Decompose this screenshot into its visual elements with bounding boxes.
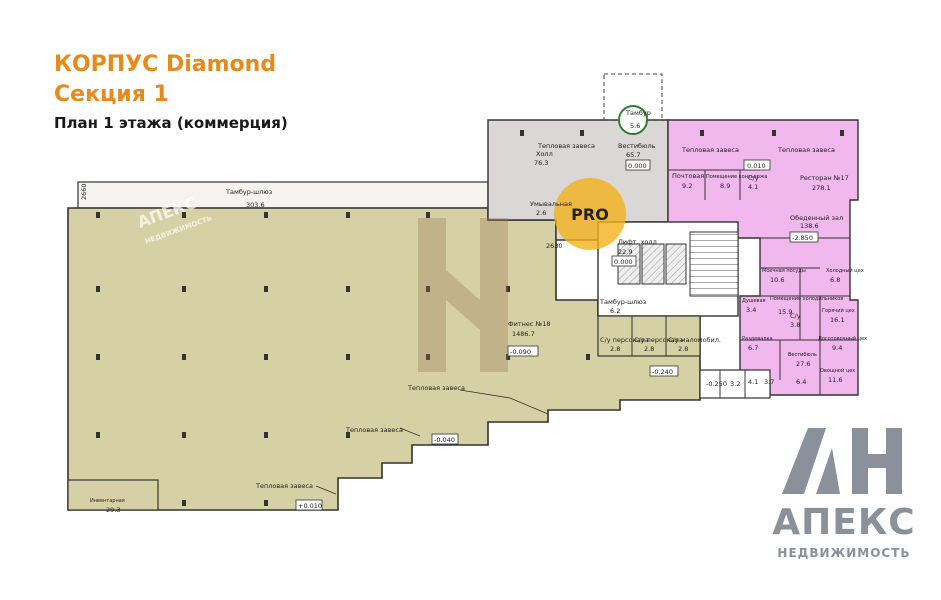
level-vestibyul: 0.000: [628, 162, 647, 170]
label-teplovaya-zavesa-holl: Тепловая завеса: [537, 142, 595, 150]
watermark-logo: [418, 218, 508, 372]
level-restoran: 0.010: [747, 162, 766, 170]
label-obedenny-zal: Обеденный зал: [790, 214, 843, 222]
label-holodny-ceh: Холодный цех: [826, 267, 864, 274]
area-pochtovaya: 9.2: [682, 182, 692, 190]
brand-mark-icon: [782, 428, 902, 494]
label-tambur-shlyuz: Тамбур-шлюз: [225, 188, 273, 196]
brand-name: АПЕКС: [772, 502, 916, 543]
area-inventarnaya: 29.3: [106, 506, 120, 514]
level-0240: -0.240: [652, 368, 673, 376]
floor-plan-title: План 1 этажа (коммерция): [54, 114, 288, 132]
label-inventarnaya: Инвентарная: [90, 498, 125, 504]
toilet-block: [597, 315, 701, 357]
area-4-1: 4.1: [748, 378, 758, 386]
area-cu-konsierzha: 4.1: [748, 183, 758, 191]
area-holodny-ceh: 6.8: [830, 276, 840, 284]
area-tambur: 5.6: [630, 122, 640, 130]
label-pomeshchenie-konsierzha: Помещение консьержа: [706, 174, 768, 180]
label-tambur-shlyuz-2: Тамбур-шлюз: [599, 298, 647, 306]
area-fitness: 1486.7: [512, 330, 535, 338]
area-restoran: 278.1: [812, 184, 831, 192]
area-cu-mgn: 2.8: [678, 345, 688, 353]
tambur-rotunda: [618, 105, 648, 135]
label-ovoshchnoy-ceh: Овощной цех: [820, 367, 855, 374]
label-cu-personala-2: С/у персонала: [634, 336, 683, 344]
area-goryachy-ceh: 16.1: [830, 316, 844, 324]
area-6-4: 6.4: [796, 378, 806, 386]
area-dogotovochny-ceh: 9.4: [832, 344, 842, 352]
label-teplovaya-zavesa-2: Тепловая завеса: [345, 426, 403, 434]
staircase: [689, 231, 739, 297]
area-lift-holl: 22.9: [618, 248, 632, 256]
label-pochtovaya: Почтовая: [672, 172, 704, 180]
label-goryachy-ceh: Горячий цех: [822, 307, 855, 314]
area-obedenny-zal: 138.6: [800, 222, 819, 230]
area-ovoshchnoy-ceh: 11.6: [828, 376, 842, 384]
label-vestibyul: Вестибюль: [618, 142, 656, 150]
area-tambur-shlyuz: 303.6: [246, 201, 265, 209]
level-0250: -0.250: [706, 380, 727, 388]
label-vestibyul-2: Вестибюль: [788, 352, 817, 358]
inventory-room: [67, 479, 159, 511]
label-pomeshchenie-holodilnikov: Помещение холодильников: [770, 296, 843, 302]
label-teplovaya-zavesa-lobby: Тепловая завеса: [681, 146, 739, 154]
area-cu: 3.8: [790, 321, 800, 329]
area-umyvalnaya: 2.6: [536, 209, 546, 217]
area-dushevaya: 3.4: [746, 306, 756, 314]
area-cu-personala-1: 2.8: [610, 345, 620, 353]
level-0040: -0.040: [434, 436, 455, 444]
label-umyvalnaya: Умывальная: [530, 200, 572, 208]
label-dogotovochny-ceh: Доготовочный цех: [818, 335, 867, 342]
label-moechnaya: Моечная посуды: [762, 268, 806, 274]
level-lift-holl: 0.000: [614, 258, 633, 266]
area-moechnaya: 10.6: [770, 276, 784, 284]
label-razdevalnaya: Раздевалка: [742, 336, 773, 342]
area-cu-personala-2: 2.8: [644, 345, 654, 353]
elevator-shaft-2: [641, 243, 665, 285]
level-0010: +0.010: [298, 502, 322, 510]
section-title: Секция 1: [54, 82, 169, 107]
pro-badge: [554, 178, 626, 250]
tambur-shlyuz-corridor: [77, 181, 489, 209]
area-pomeshchenie-konsierzha: 8.9: [720, 182, 730, 190]
pro-badge-text: PRO: [571, 205, 609, 224]
label-cu: С/у: [790, 312, 801, 320]
dim-2660: 2660: [80, 183, 88, 200]
label-cu-personala-1: С/у персонала: [600, 336, 649, 344]
label-cu-konsierzha: С/у: [748, 174, 759, 182]
service-strip: [699, 369, 771, 399]
area-vestibyul-2: 27.6: [796, 360, 810, 368]
area-pomeshchenie-holodilnikov: 15.9: [778, 308, 792, 316]
area-3-7: 3.7: [764, 378, 774, 386]
elevator-shaft-3: [665, 243, 687, 285]
level-2850: -2.850: [792, 234, 813, 242]
area-tambur-shlyuz-2: 6.2: [610, 307, 620, 315]
label-cu-mgn: С/у маломобил.: [668, 336, 721, 344]
label-teplovaya-zavesa-restaurant: Тепловая завеса: [777, 146, 835, 154]
label-teplovaya-zavesa-1: Тепловая завеса: [407, 384, 465, 392]
building-title: КОРПУС Diamond: [54, 52, 277, 77]
label-fitness: Фитнес №18: [508, 320, 551, 328]
dim-2630: 2630: [546, 242, 563, 250]
area-holl: 76.3: [534, 159, 548, 167]
column-grid: [96, 130, 844, 506]
label-restoran: Ресторан №17: [800, 174, 849, 182]
fitness-area: [67, 207, 701, 511]
brand-subtitle: НЕДВИЖИМОСТЬ: [777, 546, 911, 560]
label-dushevaya: Душевая: [742, 298, 766, 304]
label-holl: Холл: [536, 150, 553, 158]
label-teplovaya-zavesa-3: Тепловая завеса: [255, 482, 313, 490]
level-fitness: -0.090: [510, 348, 531, 356]
plan-heading: КОРПУС Diamond Секция 1 План 1 этажа (ко…: [54, 50, 288, 134]
label-lift-holl: Лифт. холл: [618, 238, 657, 246]
area-vestibyul: 65.7: [626, 151, 640, 159]
area-razdevalnaya: 6.7: [748, 344, 758, 352]
area-3-2: 3.2: [730, 380, 740, 388]
label-tambur: Тамбур: [625, 109, 651, 117]
